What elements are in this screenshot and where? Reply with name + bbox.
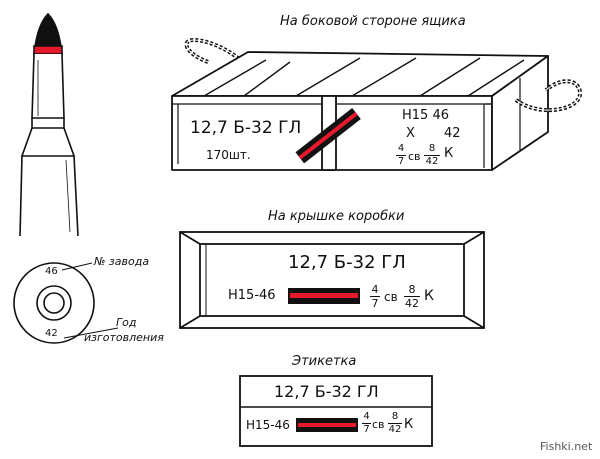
bullet-body xyxy=(31,53,65,119)
crate-caliber: 12,7 Б-32 ГЛ xyxy=(190,118,302,138)
label-frac1-num: 4 xyxy=(363,411,370,422)
crate-frac2-num: 8 xyxy=(428,143,436,154)
lid-caliber: 12,7 Б-32 ГЛ xyxy=(288,252,406,273)
base-year-code: 42 xyxy=(45,328,58,339)
lid-outer xyxy=(179,231,485,329)
crate-lot-year: 42 xyxy=(444,126,461,141)
caption-lid: На крышке коробки xyxy=(268,209,405,224)
label-caliber: 12,7 Б-32 ГЛ xyxy=(274,382,379,401)
label-lot: Н15-46 xyxy=(246,418,290,432)
base-factory-code: 46 xyxy=(45,266,58,277)
crate-frac1-den: 7 xyxy=(397,156,405,167)
label-border xyxy=(239,375,433,447)
crate-frac1-num: 4 xyxy=(397,143,405,154)
crate-quantity: 170шт. xyxy=(206,148,251,162)
case-shoulder xyxy=(20,127,76,157)
crate-lot-x: Х xyxy=(406,126,415,141)
primer-inner xyxy=(43,292,65,314)
lid-k: К xyxy=(424,288,434,304)
lid-inner xyxy=(199,243,465,317)
primer-outer xyxy=(36,285,72,321)
leader-factory xyxy=(61,262,93,271)
lid-lot: Н15-46 xyxy=(228,288,276,303)
case-neck xyxy=(31,118,65,129)
ammo-crate-drawing xyxy=(171,38,582,171)
crate-k: К xyxy=(444,146,454,161)
lid-frac1-den: 7 xyxy=(371,297,379,310)
crate-lot: Н15 46 xyxy=(402,108,449,123)
leader-year xyxy=(63,327,119,339)
lid-frac2-den: 42 xyxy=(405,297,419,310)
bullet-red-band xyxy=(33,45,63,55)
rope-handle-left xyxy=(184,38,242,64)
callout-year-line1: Год xyxy=(116,316,137,329)
crate-sv: св xyxy=(408,150,421,163)
callout-year-line2: изготовления xyxy=(84,331,164,344)
cartridge-base-drawing xyxy=(13,262,119,344)
lid-sv: св xyxy=(384,290,398,304)
cartridge-drawing xyxy=(19,12,79,237)
crate-frac2-den: 42 xyxy=(425,156,439,167)
lid-frac1-num: 4 xyxy=(371,283,379,296)
lid-frac2-num: 8 xyxy=(408,283,416,296)
caption-label: Этикетка xyxy=(292,354,357,369)
label-frac2-num: 8 xyxy=(391,411,399,422)
label-k: К xyxy=(404,417,414,432)
caption-crate-side: На боковой стороне ящика xyxy=(280,14,466,29)
label-sv: св xyxy=(372,418,385,431)
callout-factory-no: № завода xyxy=(94,255,150,268)
box-lid-drawing xyxy=(179,231,485,329)
label-frac1-den: 7 xyxy=(363,424,370,435)
case-body xyxy=(19,155,79,237)
label-drawing xyxy=(239,375,433,447)
label-frac2-den: 42 xyxy=(388,424,402,435)
watermark: Fishki.net xyxy=(540,440,593,453)
crate-stripe xyxy=(295,107,361,164)
